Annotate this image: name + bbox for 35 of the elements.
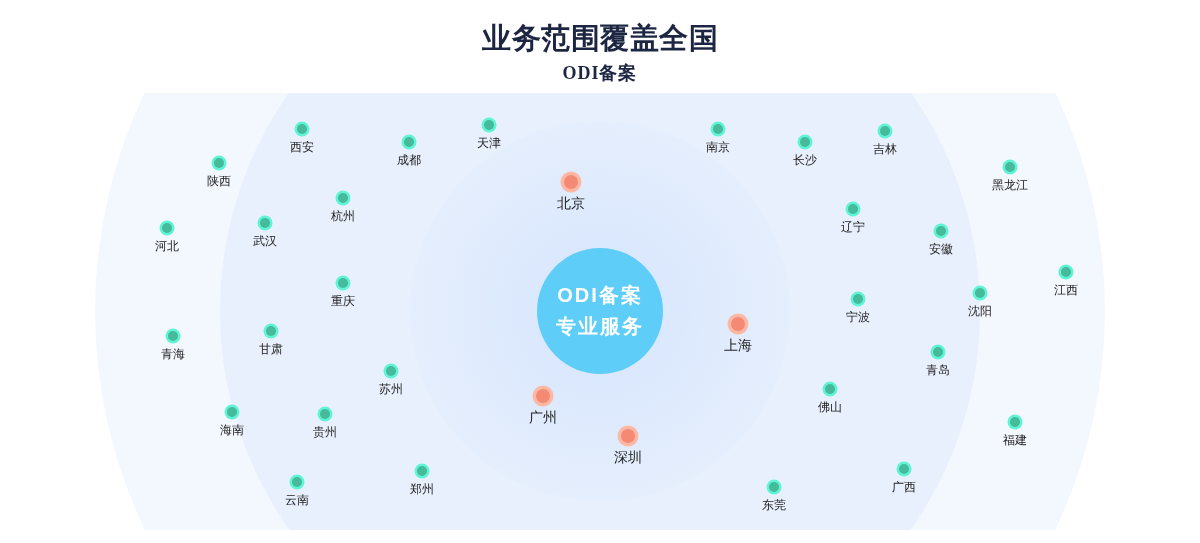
city-name: 深圳 [614,448,642,466]
city-name: 吉林 [873,141,897,157]
city-name: 北京 [557,194,585,212]
title: 业务范围覆盖全国 [482,21,718,55]
city-name: 河北 [155,238,179,254]
city-name: 陕西 [207,173,231,189]
city-name: 天津 [477,135,501,151]
city-name: 郑州 [410,481,434,497]
city-name: 广西 [892,479,916,495]
city-name: 江西 [1054,282,1078,298]
city-name: 东莞 [762,497,786,513]
city-name: 南京 [706,139,730,155]
city-name: 福建 [1003,432,1027,448]
city-name: 重庆 [331,293,355,309]
subtitle: ODI备案 [562,62,638,84]
city-name: 青海 [161,346,185,362]
city-name: 上海 [724,336,752,354]
city-name: 佛山 [818,399,842,415]
city-name: 长沙 [793,152,817,168]
city-name: 安徽 [929,241,953,257]
city-name: 云南 [285,492,309,508]
city-name: 宁波 [846,309,870,325]
city-name: 青岛 [926,362,950,378]
city-name: 成都 [397,152,421,168]
city-name: 沈阳 [968,303,992,319]
city-name: 苏州 [379,381,403,397]
city-name: 西安 [290,139,314,155]
city-name: 黑龙江 [992,177,1028,193]
city-name: 武汉 [253,233,277,249]
city-name: 甘肃 [259,341,283,357]
city-name: 杭州 [331,208,355,224]
city-name: 辽宁 [841,219,865,235]
city-name: 海南 [220,422,244,438]
city-name: 贵州 [313,424,337,440]
city-name: 广州 [529,408,557,426]
